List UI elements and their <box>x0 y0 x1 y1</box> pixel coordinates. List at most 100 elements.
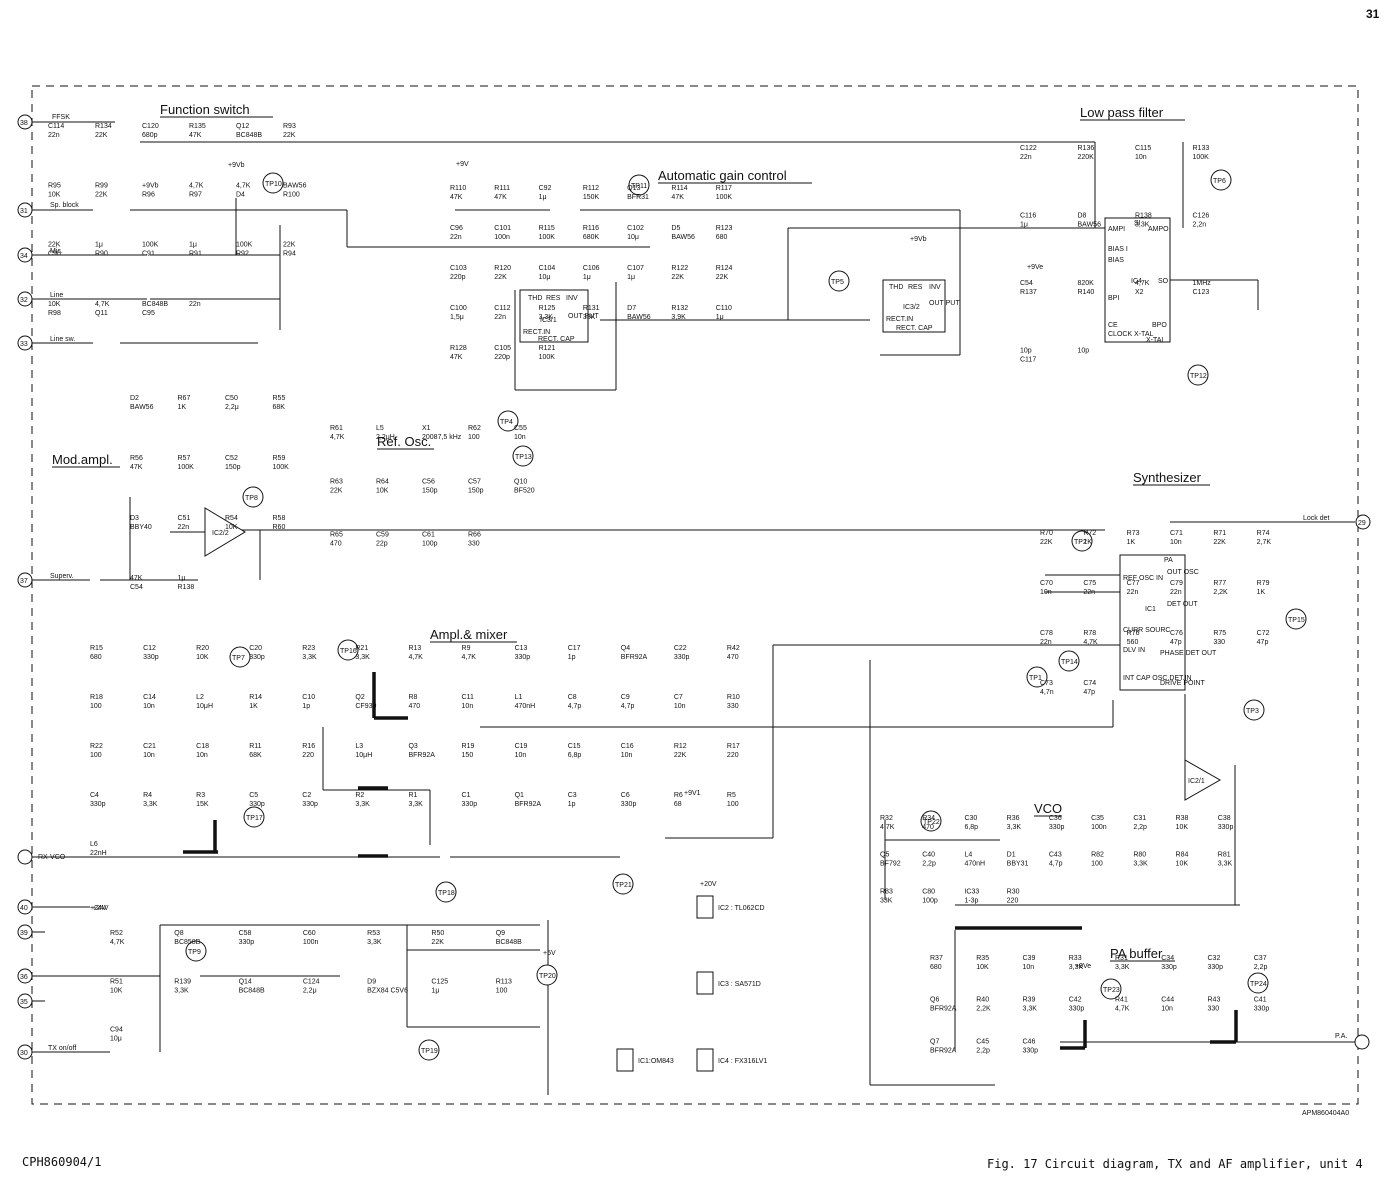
component-label: 22K <box>431 939 444 946</box>
connector-num: 38 <box>20 120 28 127</box>
test-point-label: TP11 <box>631 183 647 190</box>
component-labels: C11422nR13422KC120680pR13547KQ12BC848BR9… <box>48 123 1271 1054</box>
component-label: BC858B <box>174 939 200 946</box>
component-label: C96 <box>450 225 463 232</box>
test-point-label: TP19 <box>421 1048 438 1055</box>
supply-label: +9Ve <box>1027 264 1043 271</box>
component-label: C73 <box>1040 680 1053 687</box>
component-label: 22n <box>48 132 60 139</box>
component-label: 3,3K <box>1069 964 1084 971</box>
component-label: IC33 <box>964 888 979 895</box>
component-label: C60 <box>303 930 316 937</box>
component-label: C124 <box>303 978 320 985</box>
component-label: R57 <box>178 455 191 462</box>
component-label: L6 <box>90 841 98 848</box>
ic4-supply-box <box>696 1048 714 1072</box>
component-label: R136 <box>1078 145 1095 152</box>
component-label: C78 <box>1040 630 1053 637</box>
component-label: 10μ <box>110 1036 122 1043</box>
test-point-circle <box>185 940 207 962</box>
component-label: C51 <box>178 515 191 522</box>
component-label: C37 <box>1254 955 1267 962</box>
component-label: R54 <box>225 515 238 522</box>
component-label: 330p <box>1218 824 1234 831</box>
component-label: 2,2p <box>922 861 936 868</box>
component-label: 47K <box>450 194 463 201</box>
component-label: 47K <box>450 354 463 361</box>
component-label: C74 <box>1083 680 1096 687</box>
component-label: R12 <box>674 743 687 750</box>
ic-pin: SO <box>1158 278 1169 285</box>
component-label: BAW56 <box>671 234 695 241</box>
component-label: 680 <box>90 654 102 661</box>
component-label: 2,2μH <box>376 434 395 441</box>
ic-pin: INV <box>566 295 578 302</box>
component-label: R80 <box>1133 852 1146 859</box>
component-label: 330p <box>249 801 265 808</box>
component-label: C22 <box>674 645 687 652</box>
component-label: 680 <box>716 234 728 241</box>
component-label: 10p <box>1020 348 1032 355</box>
ic-pin: RES <box>908 284 923 291</box>
component-label: 22nH <box>90 850 107 857</box>
component-label: 22p <box>376 541 388 548</box>
component-label: 4,7p <box>1049 861 1063 868</box>
component-label: 100 <box>468 434 480 441</box>
component-label: C106 <box>583 265 600 272</box>
component-label: C5 <box>249 792 258 799</box>
component-label: 10n <box>1161 1006 1173 1013</box>
title-low-pass-filter: Low pass filter <box>1080 105 1164 120</box>
component-label: R4 <box>143 792 152 799</box>
component-label: 100n <box>303 939 319 946</box>
test-point-label: TP23 <box>1103 987 1120 994</box>
component-label: 100 <box>90 703 102 710</box>
component-label: C52 <box>225 455 238 462</box>
ic-ref: IC2/2 <box>212 530 229 537</box>
component-label: R96 <box>142 191 155 198</box>
component-label: C107 <box>627 265 644 272</box>
test-point-label: TP22 <box>923 819 940 826</box>
test-point-circle <box>1100 978 1122 1000</box>
component-label: 1K <box>178 404 187 411</box>
component-label: 1μ <box>431 987 439 994</box>
ic-pin: AMPO <box>1148 226 1169 233</box>
title-ampl-mixer: Ampl.& mixer <box>430 627 508 642</box>
ic-ref: IC3/1 <box>540 317 557 324</box>
test-point-circle <box>536 964 558 986</box>
component-label: 1K <box>1257 589 1266 596</box>
component-label: 47K <box>494 194 507 201</box>
component-label: 6,8p <box>964 824 978 831</box>
component-label: R31 <box>1115 955 1128 962</box>
component-label: C9 <box>621 694 630 701</box>
component-label: 470 <box>922 824 934 831</box>
component-label: 10K <box>225 524 238 531</box>
component-label: 4,7K <box>880 824 895 831</box>
test-point-circle <box>1285 608 1307 630</box>
component-label: R6 <box>674 792 683 799</box>
component-label: R75 <box>1213 630 1226 637</box>
component-label: 10K <box>110 987 123 994</box>
component-label: 1,5μ <box>450 314 464 321</box>
component-label: 3,3K <box>539 314 554 321</box>
component-label: 10K <box>376 487 389 494</box>
component-label: C61 <box>422 532 435 539</box>
component-label: R81 <box>1218 852 1231 859</box>
component-label: 22n <box>450 234 462 241</box>
component-label: R62 <box>468 425 481 432</box>
connector-label: +24V <box>92 905 109 912</box>
component-label: 10p <box>1078 348 1090 355</box>
component-label: 2,2p <box>1133 824 1147 831</box>
component-label: 1MHz <box>1193 280 1212 287</box>
component-label: 1K <box>249 703 258 710</box>
component-label: 22K <box>283 242 296 249</box>
component-label: L2 <box>196 694 204 701</box>
component-label: 3,3K <box>1218 861 1233 868</box>
figure-caption: Fig. 17 Circuit diagram, TX and AF ampli… <box>987 1157 1363 1171</box>
component-label: R35 <box>976 955 989 962</box>
component-label: 3,3K <box>1023 1006 1038 1013</box>
component-label: C103 <box>450 265 467 272</box>
component-label: R112 <box>583 185 599 192</box>
component-label: C38 <box>1218 815 1231 822</box>
component-label: R115 <box>539 225 555 232</box>
component-label: BFR31 <box>627 194 649 201</box>
